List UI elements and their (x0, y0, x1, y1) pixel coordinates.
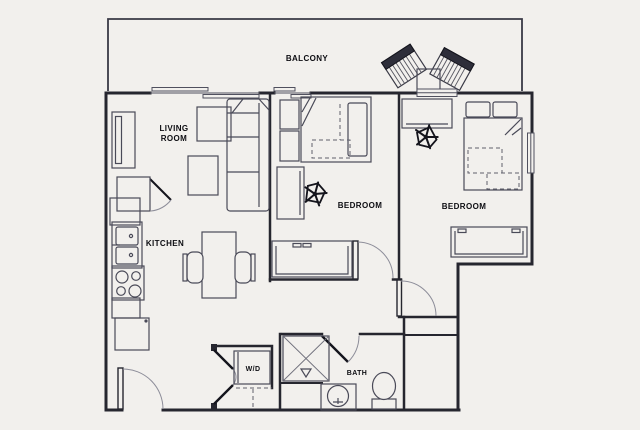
room-living-room: LIVING ROOM (111, 98, 270, 212)
dresser (271, 240, 353, 278)
toilet (371, 371, 397, 410)
dresser (450, 226, 528, 258)
dining-chair (234, 251, 252, 284)
vanity-sink (320, 383, 357, 411)
room-kitchen: KITCHEN (109, 197, 256, 351)
counter (109, 197, 141, 226)
stove (111, 265, 145, 301)
sliding-door (151, 87, 209, 92)
refrigerator (114, 317, 150, 351)
kitchen-label: KITCHEN (146, 239, 184, 248)
living-room-label-line2: ROOM (161, 134, 188, 143)
desk-chair (300, 178, 330, 208)
sofa (226, 98, 270, 212)
bifold-door (213, 349, 234, 370)
washer-dryer: W/D (233, 350, 271, 385)
entry-door (117, 367, 124, 410)
bedroom1-label: BEDROOM (338, 201, 383, 210)
bath-door (321, 335, 349, 363)
desk (401, 98, 453, 129)
end-table (196, 106, 232, 142)
desk (276, 166, 305, 220)
door-jamb (211, 403, 217, 410)
laundry-label: W/D (246, 366, 261, 373)
media-console (111, 111, 136, 169)
shelving (279, 99, 300, 162)
dining-chair (186, 251, 204, 284)
room-laundry: W/D (233, 350, 271, 385)
bedroom2-label: BEDROOM (442, 202, 487, 211)
room-bath: BATH (282, 335, 397, 411)
room-bedroom2: BEDROOM (401, 98, 528, 258)
bifold-door (213, 384, 234, 405)
door-jamb (211, 344, 217, 351)
sliding-door (273, 87, 296, 92)
living-room-label-line1: LIVING (159, 124, 188, 133)
dining-table (182, 231, 256, 299)
bed (300, 96, 372, 163)
bed (463, 101, 523, 191)
coffee-table (187, 155, 219, 196)
closet-door (149, 178, 172, 201)
sliding-door (202, 94, 260, 99)
balcony-label: BALCONY (286, 54, 329, 63)
balcony-wall (107, 18, 523, 91)
shower (282, 335, 330, 382)
bedroom2-door (396, 279, 403, 317)
glazing (150, 87, 535, 174)
closet (116, 176, 151, 212)
counter (111, 297, 141, 319)
kitchen-sink (111, 221, 143, 269)
bedroom1-door (352, 240, 359, 280)
lounge-chair (380, 43, 428, 89)
bath-label: BATH (347, 370, 368, 377)
room-bedroom1: BEDROOM (271, 96, 383, 278)
room-balcony: BALCONY (107, 18, 523, 93)
